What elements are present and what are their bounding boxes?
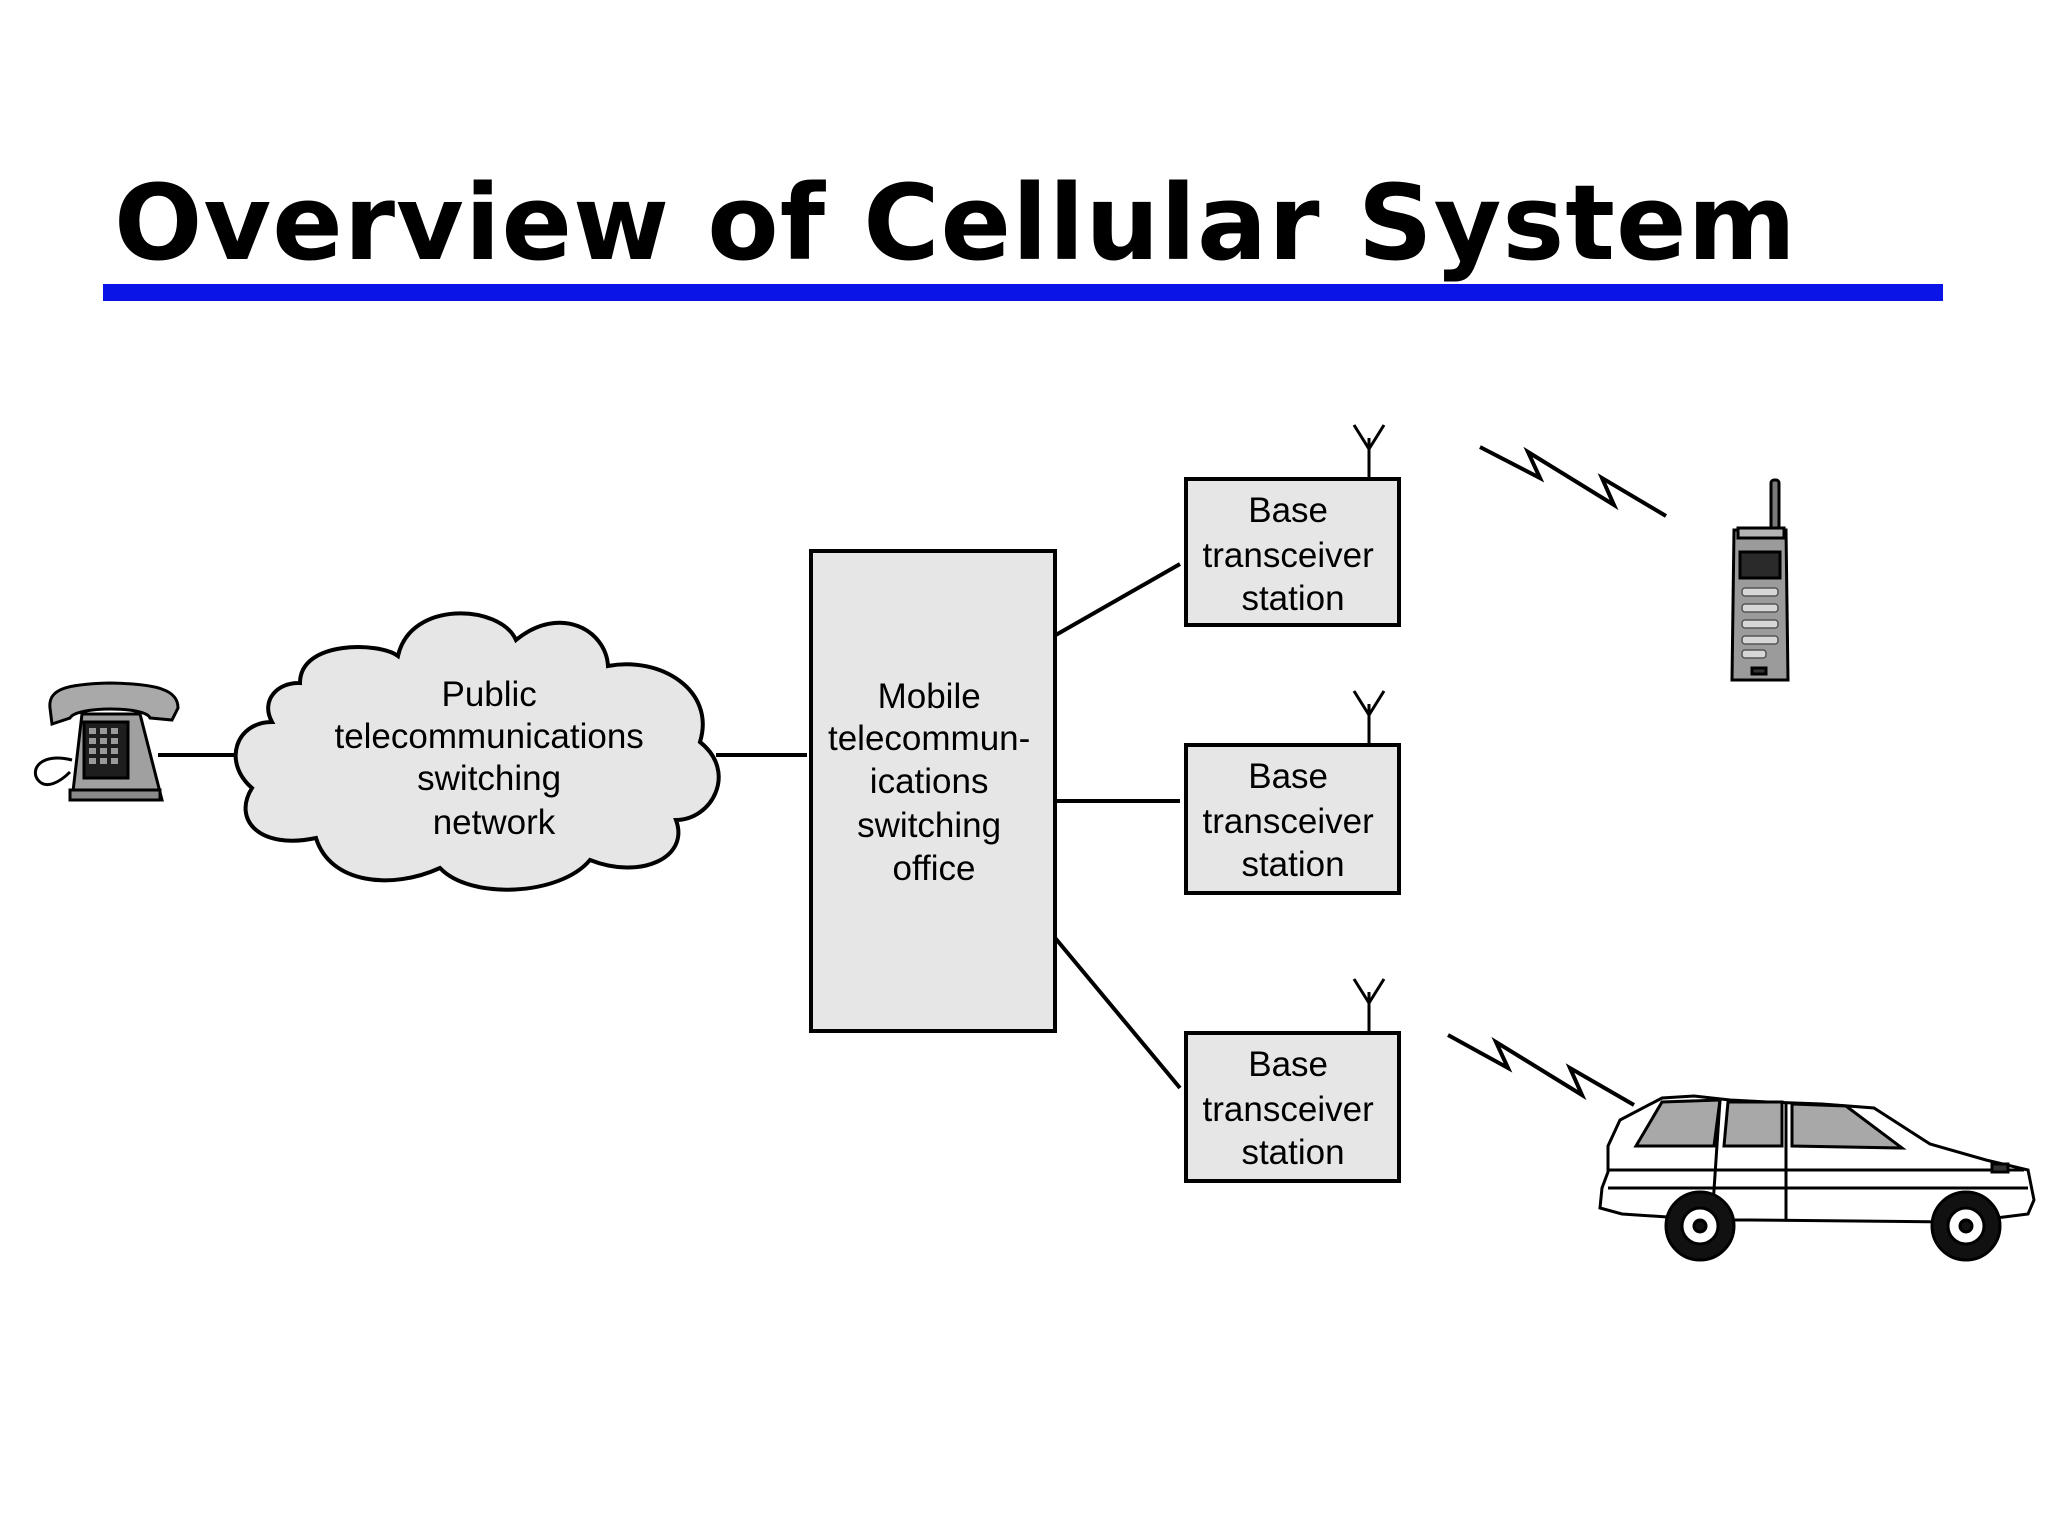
link-mtso-bts3	[1049, 931, 1182, 1090]
link-mtso-bts1	[1046, 562, 1181, 642]
pstn-label: Public telecommunications switching netw…	[334, 675, 653, 842]
mobile-phone-icon	[1730, 478, 1790, 682]
car-icon	[1598, 1094, 2036, 1262]
bts-1-label: Base transceiver station	[1203, 491, 1384, 618]
bts-3: Base transceiver station	[1184, 978, 1401, 1183]
title-underline	[103, 284, 1943, 301]
mtso-box: Mobile telecommun- ications switching of…	[809, 549, 1057, 1033]
antenna-icon	[1352, 978, 1386, 1033]
signal-to-phone	[1479, 445, 1668, 518]
bts-3-label: Base transceiver station	[1203, 1045, 1384, 1172]
pstn-cloud: Public telecommunications switching netw…	[233, 611, 721, 892]
mtso-label: Mobile telecommun- ications switching of…	[828, 677, 1040, 888]
bts-2-label: Base transceiver station	[1203, 757, 1384, 884]
telephone-icon	[33, 681, 180, 802]
bts-2: Base transceiver station	[1184, 690, 1401, 895]
bts-1: Base transceiver station	[1184, 424, 1401, 627]
signal-to-car	[1447, 1033, 1636, 1107]
antenna-icon	[1352, 690, 1386, 745]
antenna-icon	[1352, 424, 1386, 479]
radio-signal-icon	[1447, 445, 1668, 1107]
slide-title: Overview of Cellular System	[114, 162, 1797, 284]
